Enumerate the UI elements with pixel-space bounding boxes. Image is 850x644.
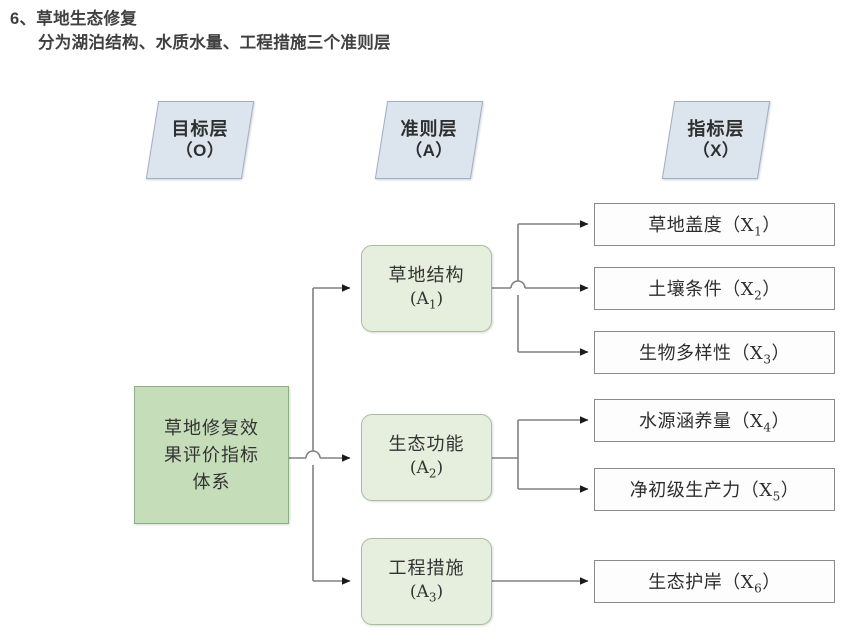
indicator-box-x6[interactable]: 生态护岸（X6）: [594, 560, 835, 603]
criteria-a1-code: (A1): [409, 289, 444, 312]
goal-box-text: 草地修复效 果评价指标 体系: [164, 415, 259, 496]
criteria-a3-code: (A3): [409, 582, 444, 605]
indicator-x5-text: 净初级生产力（X5）: [629, 479, 800, 504]
criteria-box-a1[interactable]: 草地结构 (A1): [361, 245, 492, 332]
layer-header-goal-code: （O）: [175, 140, 225, 160]
goal-box[interactable]: 草地修复效 果评价指标 体系: [134, 386, 289, 524]
layer-header-goal-title: 目标层: [171, 118, 229, 139]
indicator-box-x4[interactable]: 水源涵养量（X4）: [594, 399, 835, 442]
indicator-box-x3[interactable]: 生物多样性（X3）: [594, 331, 835, 374]
slide-heading: 6、草地生态修复 分为湖泊结构、水质水量、工程措施三个准则层: [0, 0, 850, 56]
goal-line-2: 果评价指标: [164, 444, 259, 466]
layer-header-indicator: 指标层 （X）: [661, 101, 771, 179]
indicator-x2-text: 土壤条件（X2）: [648, 278, 781, 303]
indicator-box-x5[interactable]: 净初级生产力（X5）: [594, 468, 835, 511]
criteria-a2-name: 生态功能: [388, 434, 465, 456]
criteria-box-a2[interactable]: 生态功能 (A2): [361, 414, 492, 501]
indicator-x3-text: 生物多样性（X3）: [639, 342, 790, 367]
criteria-box-a3[interactable]: 工程措施 (A3): [361, 538, 492, 625]
layer-header-indicator-title: 指标层: [687, 118, 745, 139]
indicator-x6-text: 生态护岸（X6）: [648, 571, 781, 596]
layer-header-criteria-title: 准则层: [400, 118, 458, 139]
heading-line-1: 6、草地生态修复: [10, 10, 138, 28]
layer-header-indicator-code: （X）: [692, 140, 740, 160]
indicator-x1-text: 草地盖度（X1）: [648, 214, 781, 239]
layer-header-criteria-code: （A）: [405, 140, 453, 160]
goal-line-3: 体系: [192, 471, 231, 493]
indicator-box-x1[interactable]: 草地盖度（X1）: [594, 203, 835, 246]
layer-header-criteria: 准则层 （A）: [374, 101, 484, 179]
heading-line-2: 分为湖泊结构、水质水量、工程措施三个准则层: [38, 33, 391, 52]
layer-header-goal: 目标层 （O）: [145, 101, 255, 179]
indicator-box-x2[interactable]: 土壤条件（X2）: [594, 267, 835, 310]
indicator-x4-text: 水源涵养量（X4）: [639, 410, 790, 435]
criteria-a3-name: 工程措施: [388, 558, 465, 580]
criteria-a1-name: 草地结构: [388, 265, 465, 287]
criteria-a2-code: (A2): [409, 458, 444, 481]
goal-line-1: 草地修复效: [164, 417, 259, 439]
